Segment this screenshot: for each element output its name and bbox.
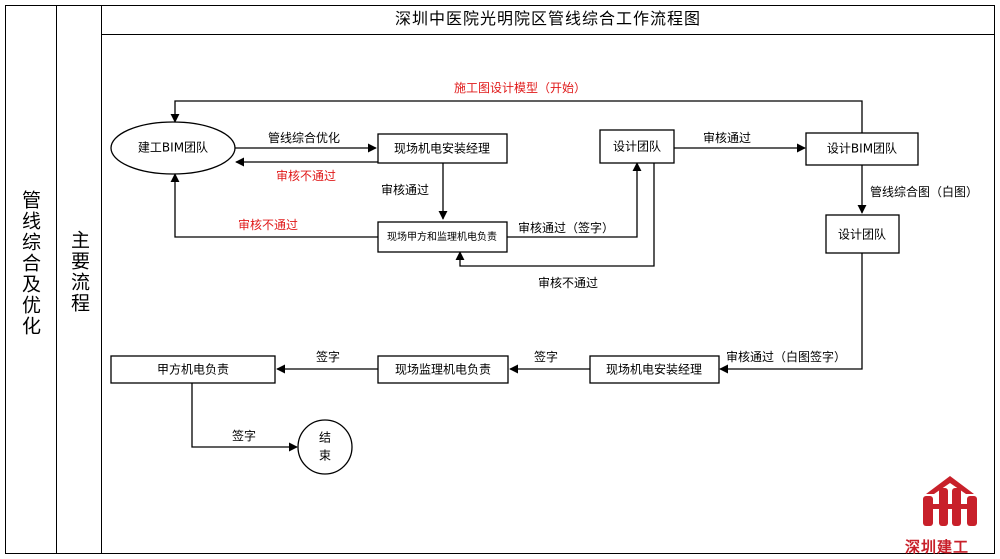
- diagram-area: [101, 5, 995, 554]
- node-owner-supervisor-mep-label: 现场甲方和监理机电负责: [387, 230, 497, 243]
- node-end-label-2: 束: [319, 449, 331, 463]
- node-bim-team: 建工BIM团队: [110, 121, 236, 175]
- node-site-supervisor-mep: 现场监理机电负责: [377, 355, 509, 384]
- node-site-mep-manager-2-label: 现场机电安装经理: [606, 362, 702, 377]
- node-design-bim-team: 设计BIM团队: [805, 132, 919, 166]
- node-design-team-1: 设计团队: [599, 129, 675, 164]
- node-design-team-2: 设计团队: [825, 214, 900, 254]
- label-sign-1: 签字: [534, 349, 558, 364]
- edge-reject-3: [455, 163, 655, 267]
- label-pipeline-optimize: 管线综合优化: [268, 130, 340, 145]
- label-approved-white-sign: 审核通过（白图签字）: [726, 349, 846, 364]
- edge-sign-3: [191, 383, 298, 452]
- node-site-mep-manager-2: 现场机电安装经理: [589, 355, 720, 384]
- edge-labels: 施工图设计模型（开始） 管线综合优化 审核不通过 审核通过 审核不通过 审核通过…: [232, 81, 978, 443]
- label-pipeline-white-drawing: 管线综合图（白图）: [870, 184, 978, 199]
- label-reject-1: 审核不通过: [276, 168, 336, 183]
- node-site-mep-manager-1: 现场机电安装经理: [377, 133, 508, 164]
- label-sign-3: 签字: [232, 428, 256, 443]
- edge-reject-2: [170, 173, 378, 238]
- node-site-supervisor-mep-label: 现场监理机电负责: [395, 363, 491, 377]
- node-end: 结 束: [297, 419, 353, 475]
- edges: [170, 100, 867, 452]
- node-site-mep-manager-1-label: 现场机电安装经理: [394, 141, 490, 156]
- lane-outer-label: 管线综合及优化: [19, 190, 41, 337]
- node-owner-mep-label: 甲方机电负责: [157, 362, 229, 377]
- node-owner-mep: 甲方机电负责: [110, 355, 276, 384]
- label-approved-2: 审核通过: [703, 130, 751, 145]
- label-start-model: 施工图设计模型（开始）: [454, 81, 586, 95]
- diagram-title: 深圳中医院光明院区管线综合工作流程图: [101, 5, 995, 35]
- node-design-bim-team-label: 设计BIM团队: [827, 141, 897, 156]
- label-reject-2: 审核不通过: [238, 217, 298, 232]
- label-approved-1: 审核通过: [381, 182, 429, 197]
- company-logo-icon: [923, 476, 977, 526]
- node-owner-supervisor-mep: 现场甲方和监理机电负责: [377, 221, 508, 253]
- node-design-team-2-label: 设计团队: [838, 227, 886, 242]
- edge-approved-white-sign: [719, 253, 863, 374]
- lane-inner-label: 主要流程: [68, 230, 90, 314]
- edge-start-model: [170, 100, 863, 133]
- node-design-team-1-label: 设计团队: [613, 139, 661, 154]
- label-sign-2: 签字: [316, 349, 340, 364]
- label-approved-sign: 审核通过（签字）: [518, 220, 614, 235]
- node-end-label-1: 结: [319, 431, 331, 445]
- node-bim-team-label: 建工BIM团队: [138, 140, 208, 155]
- edge-approved-sign: [507, 162, 642, 238]
- logo-text: 深圳建工: [905, 538, 970, 556]
- label-reject-3: 审核不通过: [538, 275, 598, 290]
